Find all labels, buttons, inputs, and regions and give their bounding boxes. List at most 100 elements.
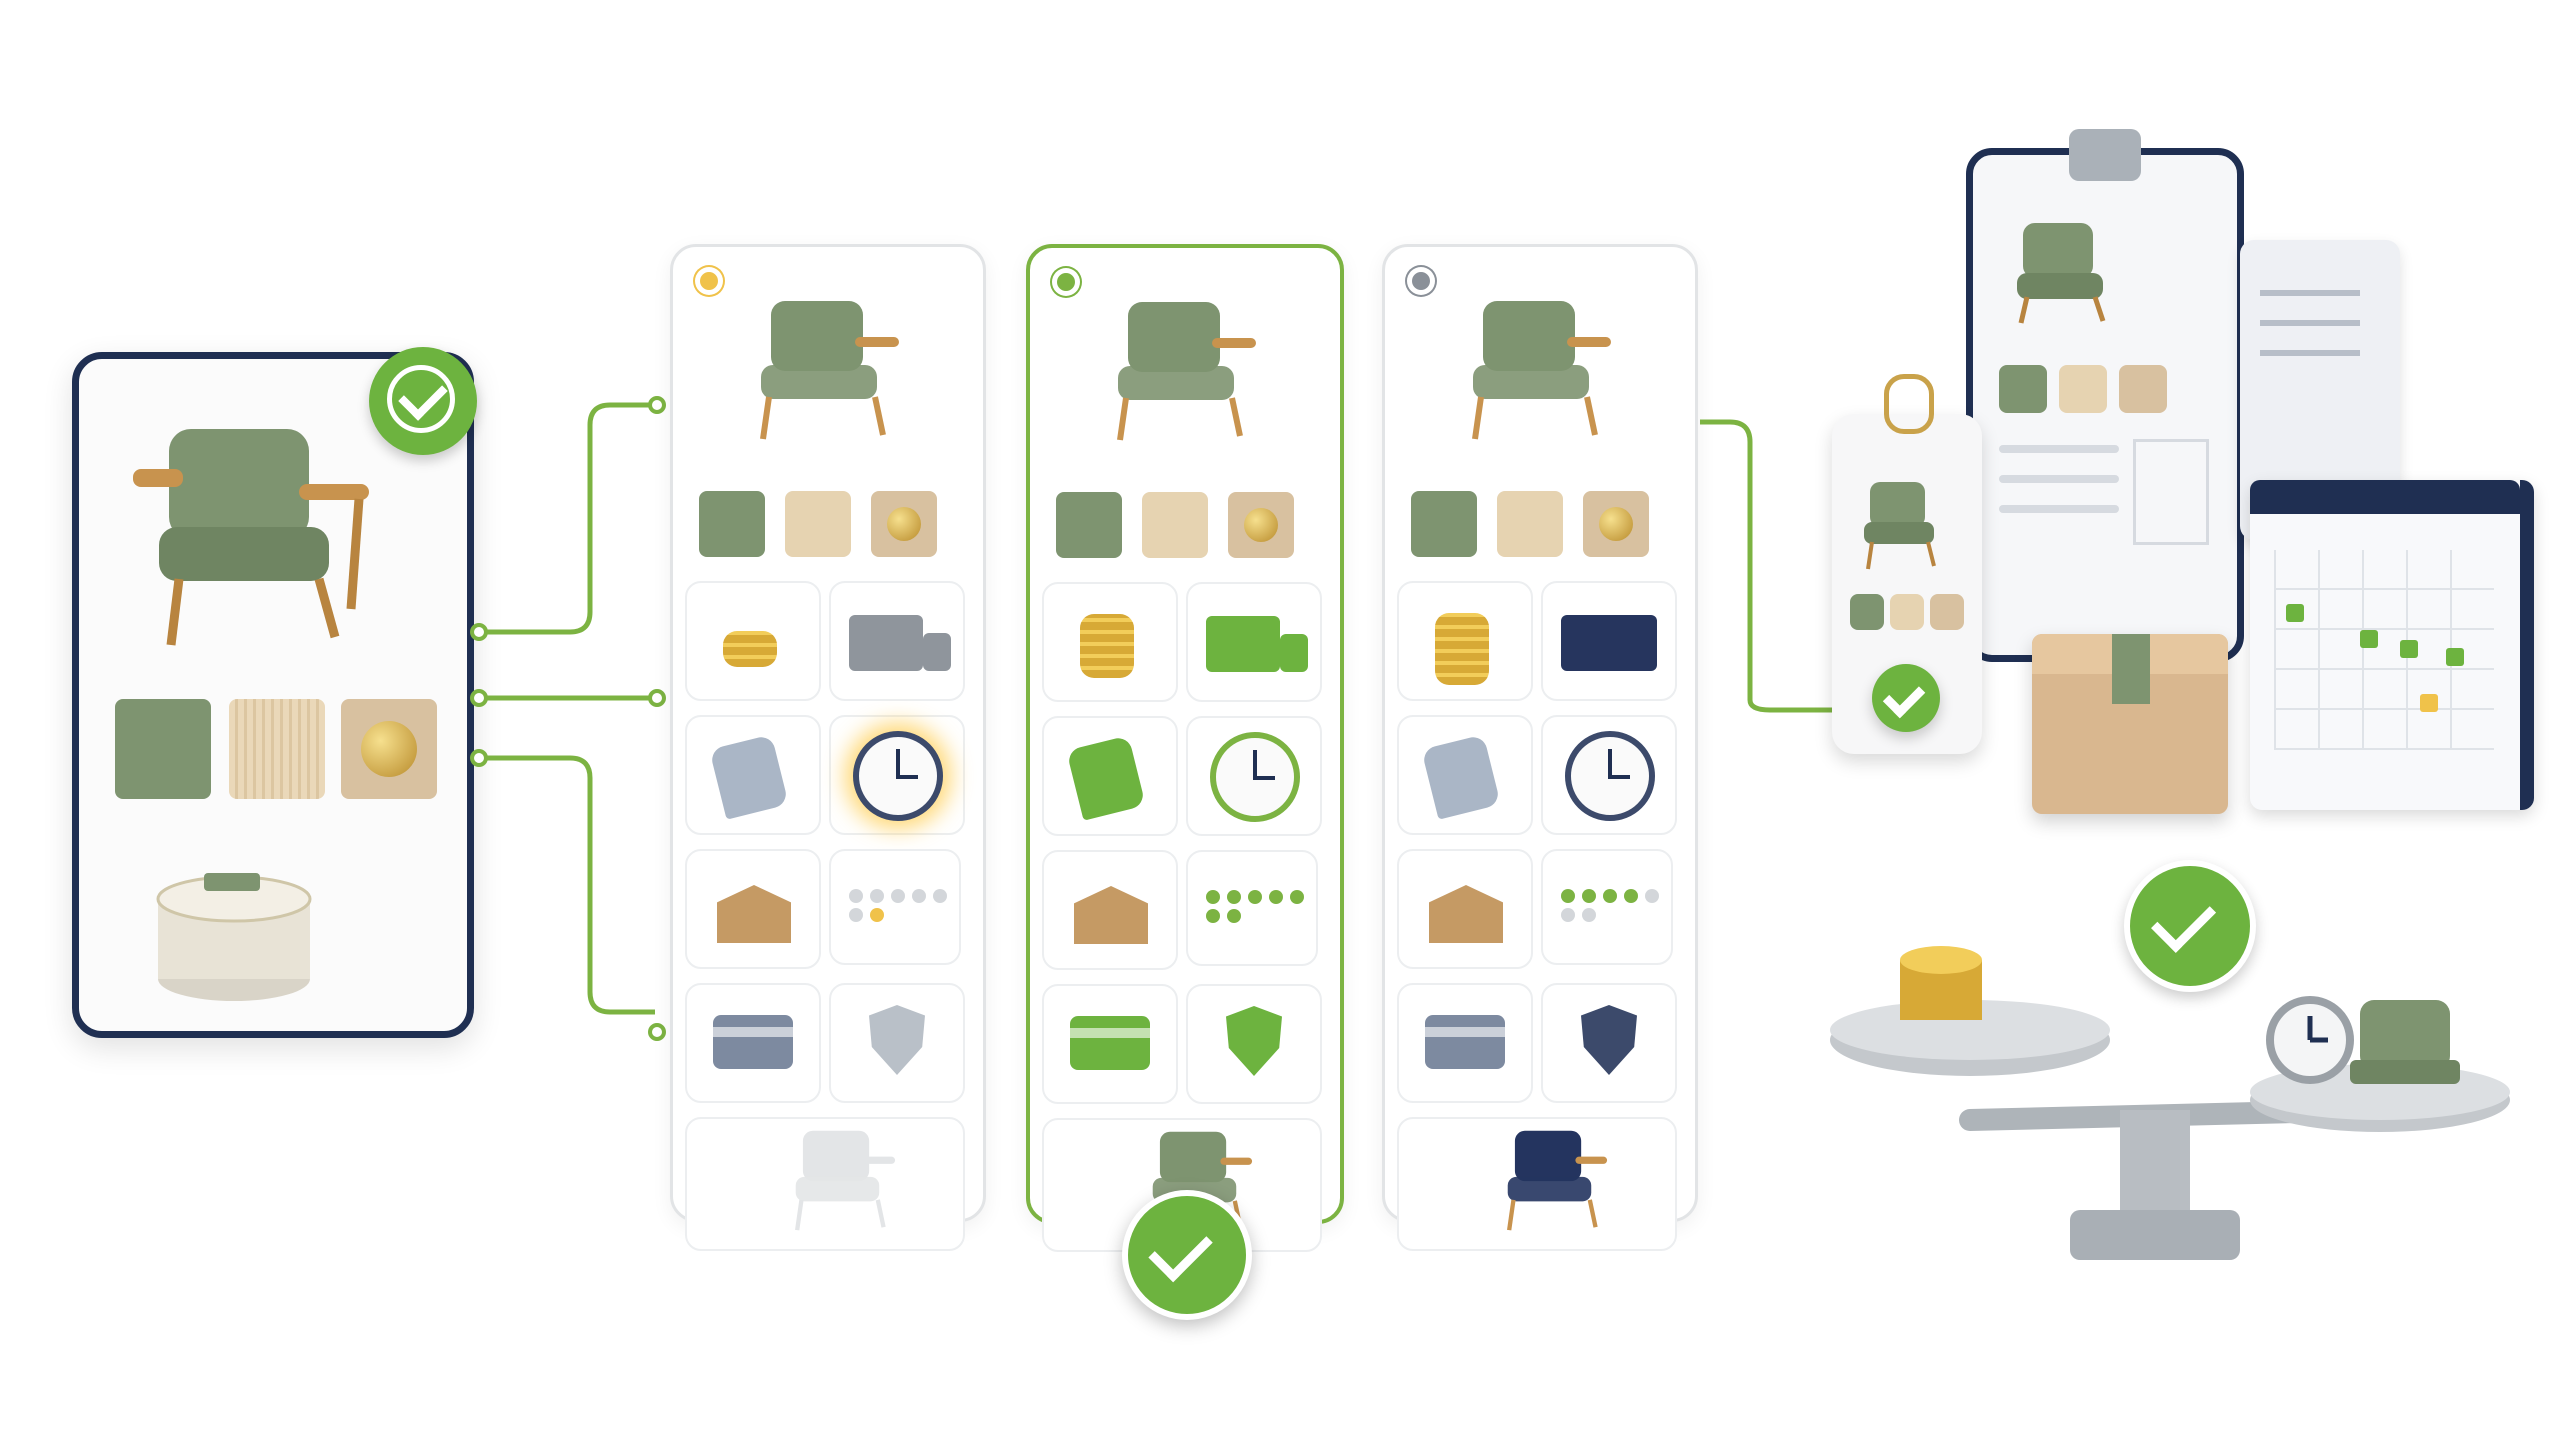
fabric-swatch-icon xyxy=(1056,492,1122,558)
wood-swatch-icon xyxy=(785,491,851,557)
truck-icon xyxy=(849,615,923,671)
option-radio[interactable] xyxy=(1052,268,1080,296)
truck-icon xyxy=(1206,616,1280,672)
card-icon xyxy=(1425,1015,1505,1069)
calendar-icon xyxy=(2250,480,2534,810)
progress-dot xyxy=(1206,909,1220,923)
progress-dot xyxy=(849,908,863,922)
connector-node xyxy=(470,623,488,641)
connector-node xyxy=(470,689,488,707)
connector-node xyxy=(648,396,666,414)
boxes-icon xyxy=(1429,885,1503,943)
lead-time-tile[interactable] xyxy=(1186,716,1322,836)
check-icon xyxy=(2124,860,2256,992)
brass-knob-icon xyxy=(1228,492,1294,558)
progress-dot xyxy=(1603,889,1617,903)
armchair-icon xyxy=(735,293,905,448)
lead-time-tile[interactable] xyxy=(1541,715,1677,835)
connector-node xyxy=(648,1023,666,1041)
result-tile[interactable] xyxy=(685,1117,965,1251)
shipping-tile[interactable] xyxy=(1186,582,1322,702)
wood-swatch-icon xyxy=(229,699,325,799)
option-radio[interactable] xyxy=(695,267,723,295)
coins-medium-icon xyxy=(1080,614,1134,678)
progress-dot xyxy=(1227,890,1241,904)
brass-knob-icon xyxy=(341,699,437,799)
price-tile[interactable] xyxy=(1397,715,1533,835)
clock-icon xyxy=(853,731,943,821)
lead-time-tile[interactable] xyxy=(829,715,965,835)
quantity-tile[interactable] xyxy=(685,849,821,969)
armchair-icon xyxy=(1092,294,1262,449)
progress-dot xyxy=(891,889,905,903)
progress-dot xyxy=(1206,890,1220,904)
armchair-navy-icon xyxy=(1489,1125,1611,1237)
verified-badge-icon xyxy=(369,347,477,455)
cost-tile[interactable] xyxy=(1042,582,1178,702)
fabric-swatch-icon xyxy=(1411,491,1477,557)
protection-tile[interactable] xyxy=(1541,983,1677,1103)
option-panel-1[interactable] xyxy=(670,244,986,1251)
progress-dot xyxy=(1561,889,1575,903)
package-icon xyxy=(2032,634,2228,814)
progress-dot xyxy=(933,889,947,903)
progress-dot xyxy=(870,908,884,922)
option-panel-3[interactable] xyxy=(1382,244,1698,1251)
progress-dot xyxy=(1624,889,1638,903)
fabric-swatch-icon xyxy=(115,699,211,799)
spec-connectors xyxy=(480,402,655,1015)
progress-tile xyxy=(1541,849,1673,965)
payment-tile[interactable] xyxy=(1397,983,1533,1103)
cost-tile[interactable] xyxy=(685,581,821,701)
option-radio[interactable] xyxy=(1407,267,1435,295)
protection-tile[interactable] xyxy=(829,983,965,1103)
protection-tile[interactable] xyxy=(1186,984,1322,1104)
progress-dot xyxy=(1248,890,1262,904)
quantity-tile[interactable] xyxy=(1042,850,1178,970)
progress-dot xyxy=(1561,908,1575,922)
payment-tile[interactable] xyxy=(1042,984,1178,1104)
progress-dot xyxy=(849,889,863,903)
progress-dot xyxy=(1582,889,1596,903)
armchair-icon xyxy=(2017,223,2106,324)
shield-icon xyxy=(869,1005,925,1075)
progress-tile xyxy=(1186,850,1318,966)
outcome-connector xyxy=(1700,419,1870,713)
brass-knob-icon xyxy=(1583,491,1649,557)
progress-dot xyxy=(870,889,884,903)
connector-node xyxy=(470,749,488,767)
progress-dot xyxy=(1645,889,1659,903)
brass-knob-icon xyxy=(871,491,937,557)
quantity-tile[interactable] xyxy=(1397,849,1533,969)
armchair-ghost-icon xyxy=(777,1125,899,1237)
tag-card-icon xyxy=(1832,374,1982,754)
progress-dot xyxy=(912,889,926,903)
progress-dot xyxy=(1582,908,1596,922)
coins-large-icon xyxy=(1435,613,1489,685)
result-tile[interactable] xyxy=(1397,1117,1677,1251)
coins-small-icon xyxy=(723,631,777,667)
price-tile[interactable] xyxy=(685,715,821,835)
card-icon xyxy=(1070,1016,1150,1070)
price-tile[interactable] xyxy=(1042,716,1178,836)
selected-check-icon xyxy=(1122,1190,1252,1320)
shipping-tile[interactable] xyxy=(829,581,965,701)
clock-icon xyxy=(1565,731,1655,821)
fabric-swatch-icon xyxy=(699,491,765,557)
connector-node xyxy=(648,689,666,707)
payment-tile[interactable] xyxy=(685,983,821,1103)
cost-tile[interactable] xyxy=(1397,581,1533,701)
spec-card[interactable] xyxy=(72,347,477,1038)
armchair-icon xyxy=(1447,293,1617,448)
clipboard-icon[interactable] xyxy=(1966,129,2244,662)
option-panel-2[interactable] xyxy=(1026,244,1344,1252)
progress-dot xyxy=(1290,890,1304,904)
balance-scale-icon xyxy=(1830,946,2510,1260)
price-tag-icon xyxy=(1421,734,1501,820)
price-tag-icon xyxy=(1066,735,1146,821)
clock-icon xyxy=(1210,732,1300,822)
shipping-tile[interactable] xyxy=(1541,581,1677,701)
boxes-icon xyxy=(717,885,791,943)
wood-swatch-icon xyxy=(1142,492,1208,558)
shield-icon xyxy=(1226,1006,1282,1076)
